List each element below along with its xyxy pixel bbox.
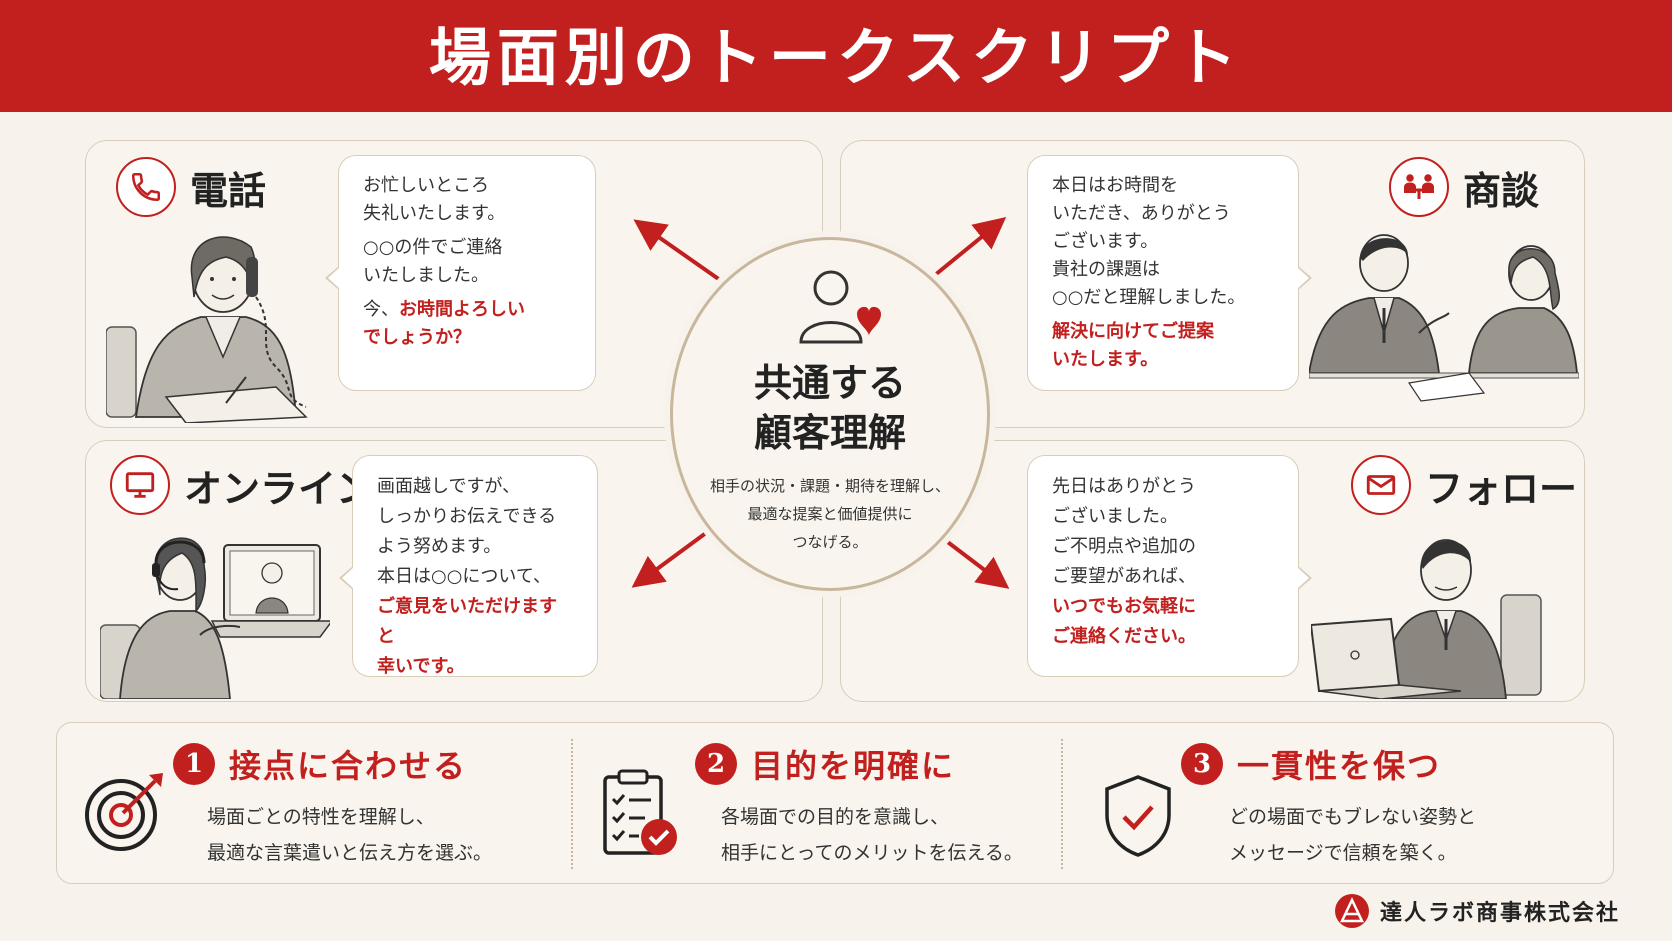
scene-label-meeting: 商談 — [1463, 167, 1540, 213]
mail-icon — [1351, 455, 1411, 515]
company-signature: 達人ラボ商事株式会社 — [1334, 893, 1620, 929]
principle-description: 各場面での目的を意識し、 相手にとってのメリットを伝える。 — [721, 799, 1023, 871]
arrow-to-meeting — [933, 216, 1007, 277]
principle-desc-line: メッセージで信頼を築く。 — [1229, 842, 1457, 864]
principle-number: 1 — [173, 743, 215, 785]
woman-on-phone-illustration — [106, 236, 308, 423]
bubble-line: 貴社の課題は — [1052, 259, 1160, 280]
divider — [571, 739, 573, 869]
principle-number: 3 — [1181, 743, 1223, 785]
principle-desc-line: 最適な言葉遣いと伝え方を選ぶ。 — [207, 842, 493, 864]
principle-1: 1 接点に合わせる 場面ごとの特性を理解し、 最適な言葉遣いと伝え方を選ぶ。 — [57, 723, 571, 885]
checklist-icon — [603, 769, 677, 855]
speech-bubble-meeting: 本日はお時間を いただき、ありがとう ございます。 貴社の課題は ○○だと理解し… — [1027, 155, 1312, 391]
bubble-line: いたしました。 — [363, 265, 489, 286]
bubble-highlight: 幸いです。 — [377, 656, 465, 677]
phone-icon — [116, 157, 176, 217]
bubble-line: ○○だと理解しました。 — [1052, 287, 1246, 308]
principle-number: 2 — [695, 743, 737, 785]
principle-1-head: 1 接点に合わせる — [173, 741, 467, 787]
bubble-line: ご要望があれば、 — [1052, 566, 1196, 587]
principle-desc-line: 場面ごとの特性を理解し、 — [207, 806, 435, 828]
scene-label-online: オンライン — [184, 465, 375, 511]
principle-3: 3 一貫性を保つ どの場面でもブレない姿勢と メッセージで信頼を築く。 — [1061, 723, 1615, 885]
bubble-line: いただき、ありがとう — [1052, 203, 1231, 224]
man-with-laptop-illustration — [1311, 539, 1542, 699]
speech-bubble-phone: お忙しいところ 失礼いたします。 ○○の件でご連絡 いたしました。 今、お時間よ… — [325, 155, 596, 391]
scene-label-follow: フォロー — [1425, 465, 1578, 511]
bubble-highlight: でしょうか？ — [363, 327, 471, 348]
bubble-highlight: ご連絡ください。 — [1052, 626, 1196, 647]
center-desc-line: 最適な提案と価値提供に — [747, 505, 913, 523]
bubble-highlight: ご意見をいただけますと — [377, 596, 557, 647]
scene-label-phone: 電話 — [190, 167, 267, 213]
divider — [1061, 739, 1063, 869]
bubble-line: 本日は○○について、 — [377, 566, 551, 587]
principle-desc-line: どの場面でもブレない姿勢と — [1229, 806, 1477, 828]
principles-panel: 1 接点に合わせる 場面ごとの特性を理解し、 最適な言葉遣いと伝え方を選ぶ。 2… — [56, 722, 1614, 884]
principle-desc-line: 各場面での目的を意識し、 — [721, 806, 950, 828]
speech-bubble-follow: 先日はありがとう ございました。 ご不明点や追加の ご要望があれば、 いつでもお… — [1027, 455, 1312, 677]
principle-title: 一貫性を保つ — [1237, 747, 1442, 785]
principle-2: 2 目的を明確に 各場面での目的を意識し、 相手にとってのメリットを伝える。 — [571, 723, 1061, 885]
bubble-highlight: お時間よろしい — [399, 299, 525, 320]
person-heart-icon — [799, 270, 881, 344]
principle-desc-line: 相手にとってのメリットを伝える。 — [721, 842, 1023, 864]
principle-title: 接点に合わせる — [229, 747, 468, 785]
company-logo-icon — [1334, 894, 1369, 928]
bubble-line: ○○の件でご連絡 — [363, 237, 503, 258]
meeting-icon — [1389, 157, 1449, 217]
speech-bubble-online: 画面越しですが、 しっかりお伝えできる よう努めます。 本日は○○について、 ご… — [339, 455, 598, 677]
center-description: 相手の状況・課題・期待を理解し、 最適な提案と価値提供に つなげる。 — [693, 472, 967, 556]
bubble-line: お忙しいところ — [363, 175, 489, 196]
arrow-to-follow — [943, 538, 1010, 589]
center-title-line: 顧客理解 — [753, 410, 906, 455]
scene-header-follow: フォロー — [1351, 455, 1577, 515]
monitor-icon — [110, 455, 170, 515]
company-name: 達人ラボ商事株式会社 — [1379, 900, 1620, 926]
center-desc-line: つなげる。 — [792, 533, 868, 551]
arrow-to-online — [631, 528, 712, 588]
bubble-line: しっかりお伝えできる — [377, 506, 557, 527]
principle-title: 目的を明確に — [751, 747, 956, 785]
scene-header-phone: 電話 — [116, 157, 266, 217]
center-customer-understanding: 共通する 顧客理解 相手の状況・課題・期待を理解し、 最適な提案と価値提供に つ… — [670, 237, 990, 591]
bubble-highlight: いつでもお気軽に — [1052, 596, 1196, 617]
center-title: 共通する 顧客理解 — [673, 358, 987, 458]
arrow-to-phone — [633, 219, 722, 282]
bubble-line: よう努めます。 — [377, 536, 502, 557]
bubble-line: ご不明点や追加の — [1052, 536, 1196, 557]
title-banner: 場面別のトークスクリプト — [0, 0, 1672, 112]
bubble-highlight: いたします。 — [1052, 349, 1159, 370]
bubble-line: ございました。 — [1052, 506, 1178, 527]
principle-2-head: 2 目的を明確に — [695, 741, 955, 787]
center-title-line: 共通する — [753, 360, 906, 405]
online-meeting-illustration — [100, 537, 330, 699]
bubble-line: 今、 — [363, 299, 399, 320]
principle-3-head: 3 一貫性を保つ — [1181, 741, 1441, 787]
target-icon — [85, 773, 163, 851]
bubble-line: 先日はありがとう — [1052, 476, 1196, 497]
bubble-line: 本日はお時間を — [1052, 175, 1178, 196]
principle-description: どの場面でもブレない姿勢と メッセージで信頼を築く。 — [1229, 799, 1476, 871]
scene-header-meeting: 商談 — [1389, 157, 1539, 217]
page-title: 場面別のトークスクリプト — [428, 21, 1244, 94]
center-desc-line: 相手の状況・課題・期待を理解し、 — [709, 477, 950, 495]
shield-check-icon — [1105, 775, 1171, 857]
bubble-highlight: 解決に向けてご提案 — [1052, 321, 1214, 342]
scene-header-online: オンライン — [110, 455, 374, 515]
scene-panel-online: オンライン 画面越しですが、 しっかりお伝えできる よう努めます。 本日は○○に… — [85, 440, 823, 702]
principle-description: 場面ごとの特性を理解し、 最適な言葉遣いと伝え方を選ぶ。 — [207, 799, 492, 871]
bubble-line: 失礼いたします。 — [363, 203, 506, 224]
bubble-line: ございます。 — [1052, 231, 1159, 252]
business-meeting-illustration — [1309, 234, 1579, 402]
bubble-line: 画面越しですが、 — [377, 476, 521, 497]
